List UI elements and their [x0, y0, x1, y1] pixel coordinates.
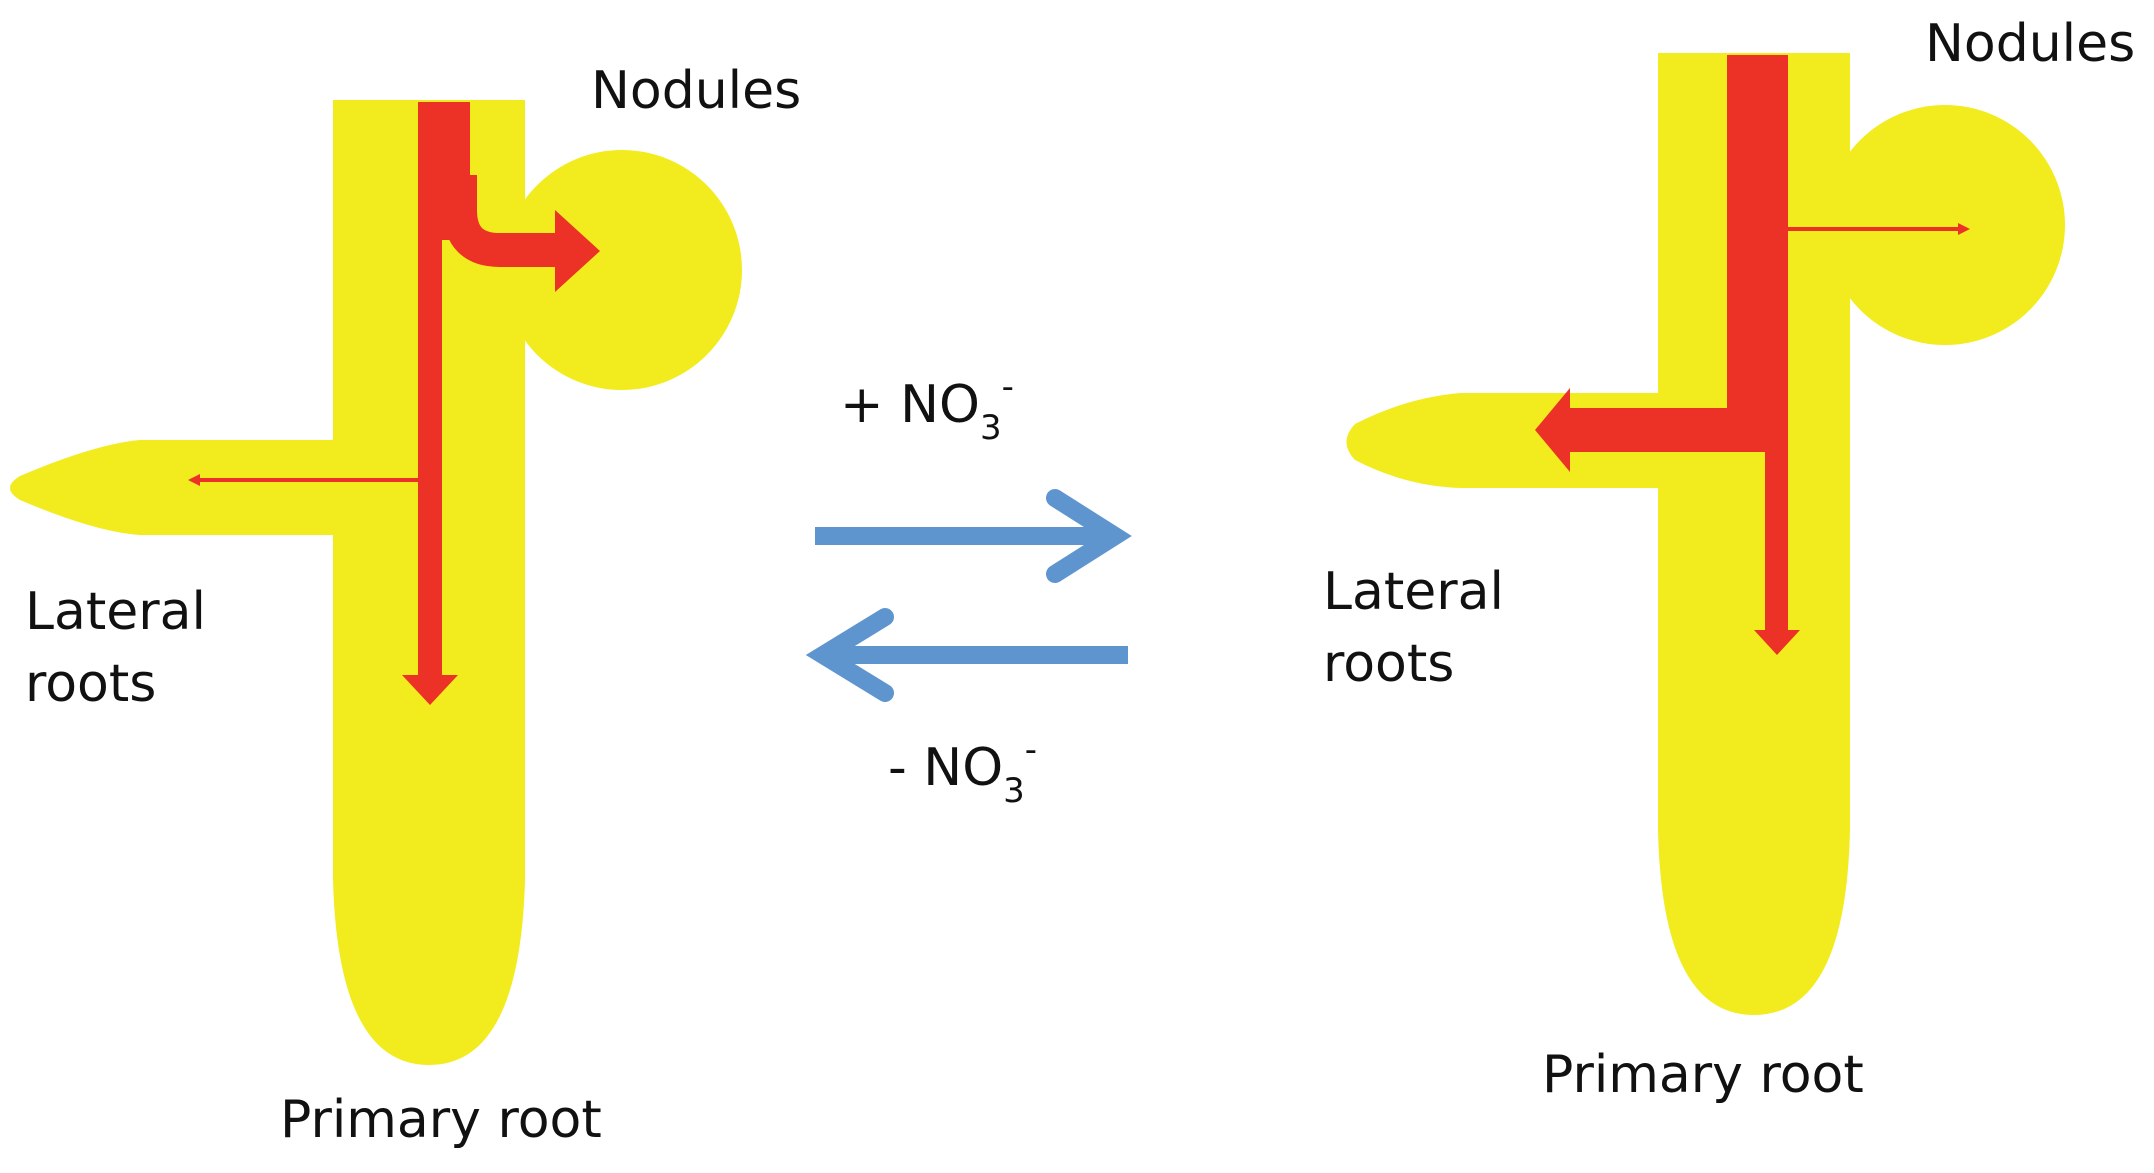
left-nodule-arrowhead: [555, 210, 600, 292]
transition-arrows: [805, 489, 1132, 702]
left-primary-flow-arrow: [402, 102, 470, 705]
right-lateral-label-line1: Lateral: [1323, 562, 1504, 622]
right-primary-root: [1658, 53, 1850, 1015]
add-nitrate-superscript: -: [1001, 366, 1014, 407]
left-nodules-label: Nodules: [591, 61, 802, 121]
right-lateral-roots-label: Lateral roots: [1323, 557, 1504, 701]
add-nitrate-text: + NO: [840, 375, 980, 435]
right-primary-flow-arrow: [1727, 55, 1800, 655]
right-primary-root-label: Primary root: [1542, 1045, 1864, 1105]
left-lateral-label-line2: roots: [25, 653, 157, 714]
reverse-arrow: [805, 608, 1128, 702]
right-nodules-label: Nodules: [1925, 14, 2136, 74]
right-lateral-label-line2: roots: [1323, 633, 1455, 694]
right-root-system: [1346, 53, 2065, 1015]
right-nodule-arrowhead: [1958, 223, 1970, 235]
left-nodule: [502, 150, 742, 390]
left-lateral-label-line1: Lateral: [25, 582, 206, 642]
right-flow-arrows: [1535, 55, 1970, 655]
left-flow-arrows: [188, 102, 600, 705]
remove-nitrate-superscript: -: [1024, 729, 1038, 770]
remove-nitrate-label: - NO3-: [888, 729, 1038, 809]
remove-nitrate-subscript: 3: [1003, 771, 1025, 812]
remove-nitrate-text: - NO: [888, 738, 1004, 798]
add-nitrate-label: + NO3-: [840, 366, 1014, 446]
left-nodule-flow-arrow: [443, 175, 565, 267]
left-primary-root-label: Primary root: [280, 1090, 602, 1150]
left-lateral-arrowhead: [188, 474, 200, 486]
left-lateral-roots-label: Lateral roots: [25, 577, 206, 721]
left-root-system: [10, 100, 742, 1065]
left-lateral-root: [10, 440, 340, 535]
right-nodule: [1825, 105, 2065, 345]
forward-arrow: [815, 489, 1132, 583]
add-nitrate-subscript: 3: [979, 408, 1002, 449]
right-lateral-flow-arrow: [1535, 388, 1740, 472]
